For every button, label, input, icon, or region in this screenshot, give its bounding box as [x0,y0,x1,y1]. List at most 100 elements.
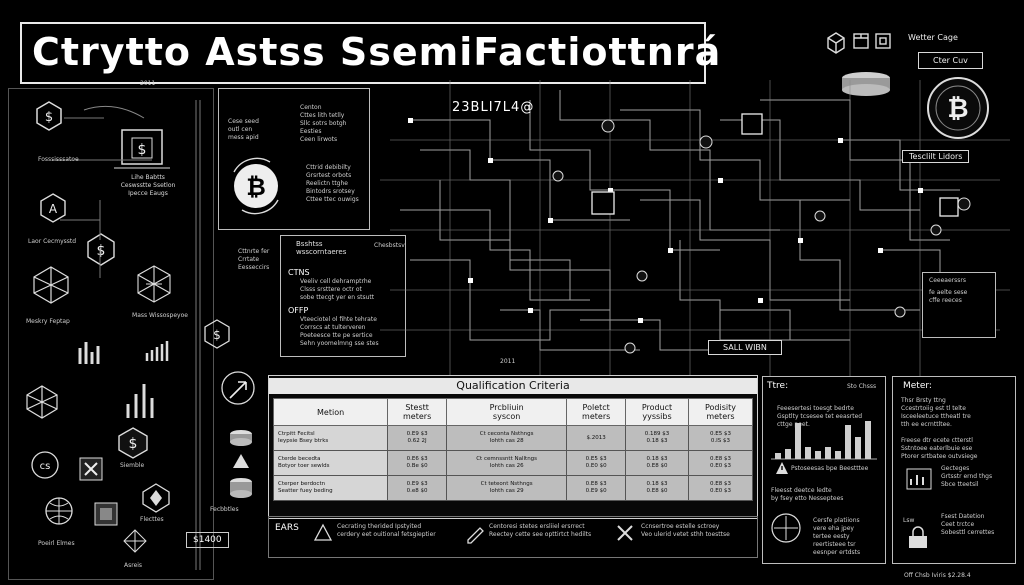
meter-foot: Off Chsb Iviris $2.28.4 [904,572,971,579]
page-title: Ctrytto Astss SsemiFactiottnrá [32,30,722,74]
hash-label: 23BLI7L4@ [452,100,535,115]
triangle-icon [313,523,333,541]
left-panel-box: Fecbbtles [210,506,239,513]
info2-text: Cttrid debibilty Grsrtest orbots Reelict… [306,164,359,203]
lock-icon [909,526,927,548]
hex-dollar-icon: $ [34,100,64,132]
pen-icon [467,527,484,544]
stats-icon [906,468,932,490]
svg-text:$: $ [129,436,138,452]
web-icon [134,264,174,304]
wetter-cage-label: Wetter Cage [902,32,964,43]
coin-stack-icon [838,70,898,104]
trend-bar [845,425,851,459]
chip-icon [875,33,891,49]
trend-bar [825,447,831,459]
svg-text:$: $ [138,142,147,158]
info-box-1 [218,88,370,230]
globe-icon [44,496,74,526]
left-frame [8,88,214,580]
ctns-head: Bsshtss wsscorntaeres [296,240,347,256]
bar-chart-icon-b [144,340,170,362]
ctns-section: CTNS Veeliv cell dehramptrhe Clsss srstt… [288,268,375,301]
gem-icon [24,384,60,420]
right-mid-panel: Ceeeaerssrs fe aelte sese cffe reeces [922,272,996,338]
criteria-title: Qualification Criteria [269,378,757,394]
left-connectors [52,100,201,570]
meter-law: Lsw [903,517,915,524]
ears-label: EARS [275,523,299,533]
svg-text:$: $ [213,328,221,342]
trend-bar [795,423,801,459]
compass-icon [771,513,801,543]
box-icon [853,33,869,49]
trend-bar [785,449,791,459]
arrow-circle-icon [220,370,256,406]
ctns-tag: Chesbstsv [374,242,405,249]
year-label-small: 2011 [140,80,156,87]
trends-panel: Ttre: Sto Chsss Feeesertesi toesgt bedrt… [762,376,886,564]
dollar-hex-icon-2: $ [116,426,150,460]
trends-warn: Pstoseesas bpe Beestttee [791,465,869,472]
x-badge-icon [78,456,104,482]
trend-bar [865,421,871,459]
crosshair-icon [122,528,148,554]
trend-bar [835,451,841,459]
tools-icon [617,525,633,541]
cter-cuv-badge: Cter Cuv [918,52,983,69]
network-node-icon [30,264,72,306]
bar-chart-icon-a [76,338,106,366]
svg-text:$: $ [97,243,106,259]
bitcoin-coin-top-right: ₿ [924,74,994,144]
table-cell: $.2013 [566,425,627,451]
cs-logo-icon: cs [28,450,62,480]
table-header: Metion [272,398,389,426]
circuit-label-2: SALL WIBN [708,340,782,355]
diamond-hex-icon [140,482,172,514]
trend-bar [815,451,821,459]
circuit-board [380,80,1010,380]
money-label: Meskry Feptap [26,318,70,325]
side-text: Cttnrte fer Crrtate Eesseccirs [238,248,270,271]
a-label: Laor Cecmysstd [28,238,77,245]
a-logo-icon: A [38,192,68,224]
asreis-label: Asreis [124,562,143,569]
growth-chart-icon [124,380,158,420]
dollar-circle-icon: $ [86,232,116,266]
bottom-row: EARS Cecrating therided Ipstyited cerder… [268,516,758,558]
bottom-left-value: $1400 [186,532,229,548]
meter-title: Meter: [903,381,932,391]
circuit-label-1: Tesclilt Lidors [902,150,970,163]
svg-text:A: A [49,202,58,216]
ctns-box [280,235,406,357]
info1-left-text: Cese seed outl cen mess apid [228,118,259,141]
offp-section: OFFP Vteeciotel ol fihte tehrate Corrscs… [288,306,379,347]
info1-right-text: Centon Cttes lith tetlly Sllc sotrs botg… [300,104,347,143]
meter-panel: Meter: Thsr Brsty ttng Ccestrtoiig est t… [892,376,1016,564]
trends-title: Ttre: [767,381,789,391]
